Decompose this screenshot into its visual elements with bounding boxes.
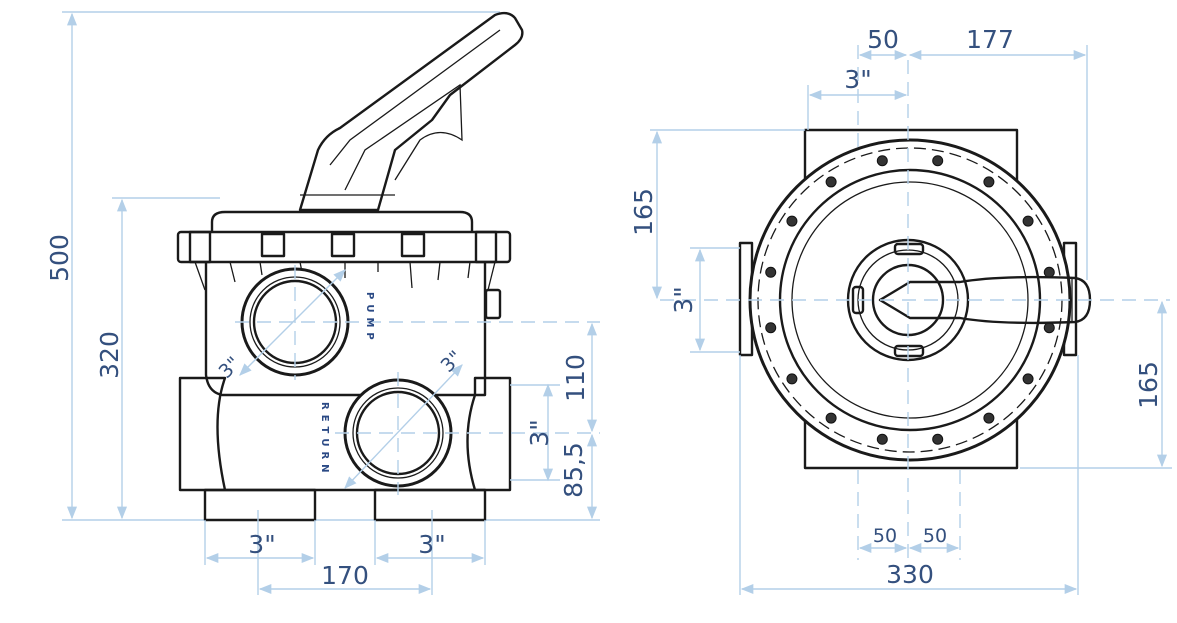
- lid-bolts: [765, 155, 1055, 445]
- bolt-icon: [876, 155, 888, 167]
- dim-overall-width: 330: [886, 560, 934, 589]
- dim-offset-top: 50: [867, 25, 899, 54]
- dim-bottom-right-50: 50: [923, 525, 947, 547]
- dim-port-size-top: 3": [844, 65, 871, 94]
- dim-foot-left: 3": [248, 530, 275, 559]
- dim-total-height: 500: [45, 234, 74, 282]
- drain-plug: [484, 288, 502, 320]
- bolt-icon: [932, 433, 944, 445]
- bolt-icon: [786, 373, 798, 385]
- bolt-icon: [1043, 266, 1055, 278]
- dim-handle-reach: 177: [966, 25, 1014, 54]
- bolt-icon: [825, 176, 837, 188]
- dim-lower-port-height: 85,5: [559, 442, 588, 498]
- bolt-icon: [983, 412, 995, 424]
- bolt-icon: [825, 412, 837, 424]
- dim-foot-right: 3": [418, 530, 445, 559]
- dim-port-spacing: 110: [561, 354, 590, 402]
- dim-half-depth-top: 165: [629, 188, 658, 236]
- dim-body-height: 320: [95, 331, 124, 379]
- dim-port-size-left: 3": [669, 286, 698, 313]
- bolt-icon: [765, 322, 777, 334]
- bolt-icon: [765, 266, 777, 278]
- bolt-icon: [1022, 373, 1034, 385]
- valve-body: [204, 262, 487, 397]
- foot-right: [373, 488, 487, 522]
- dim-foot-spacing: 170: [321, 561, 369, 590]
- dim-half-depth-bottom: 165: [1134, 361, 1163, 409]
- return-label: RETURN: [319, 402, 330, 478]
- dim-port-size-right: 3": [525, 419, 554, 446]
- bolt-icon: [876, 433, 888, 445]
- bolt-icon: [983, 176, 995, 188]
- bolt-icon: [932, 155, 944, 167]
- bolt-icon: [786, 215, 798, 227]
- pump-label: PUMP: [364, 292, 375, 345]
- valve-lid: [210, 210, 474, 232]
- top-view: 50 177 3" 165 3" 165 50 50 330: [629, 25, 1172, 595]
- foot-left: [203, 488, 317, 522]
- lid-flange: [176, 230, 512, 291]
- bolt-icon: [1022, 215, 1034, 227]
- dim-bottom-left-50: 50: [873, 525, 897, 547]
- valve-handle: [298, 11, 524, 212]
- bolt-icon: [1043, 322, 1055, 334]
- dim-return-port-size: 3": [437, 347, 467, 377]
- side-view: 500 320 110 85,5 3" 3" 3" 170 3" 3" PUMP…: [45, 11, 600, 595]
